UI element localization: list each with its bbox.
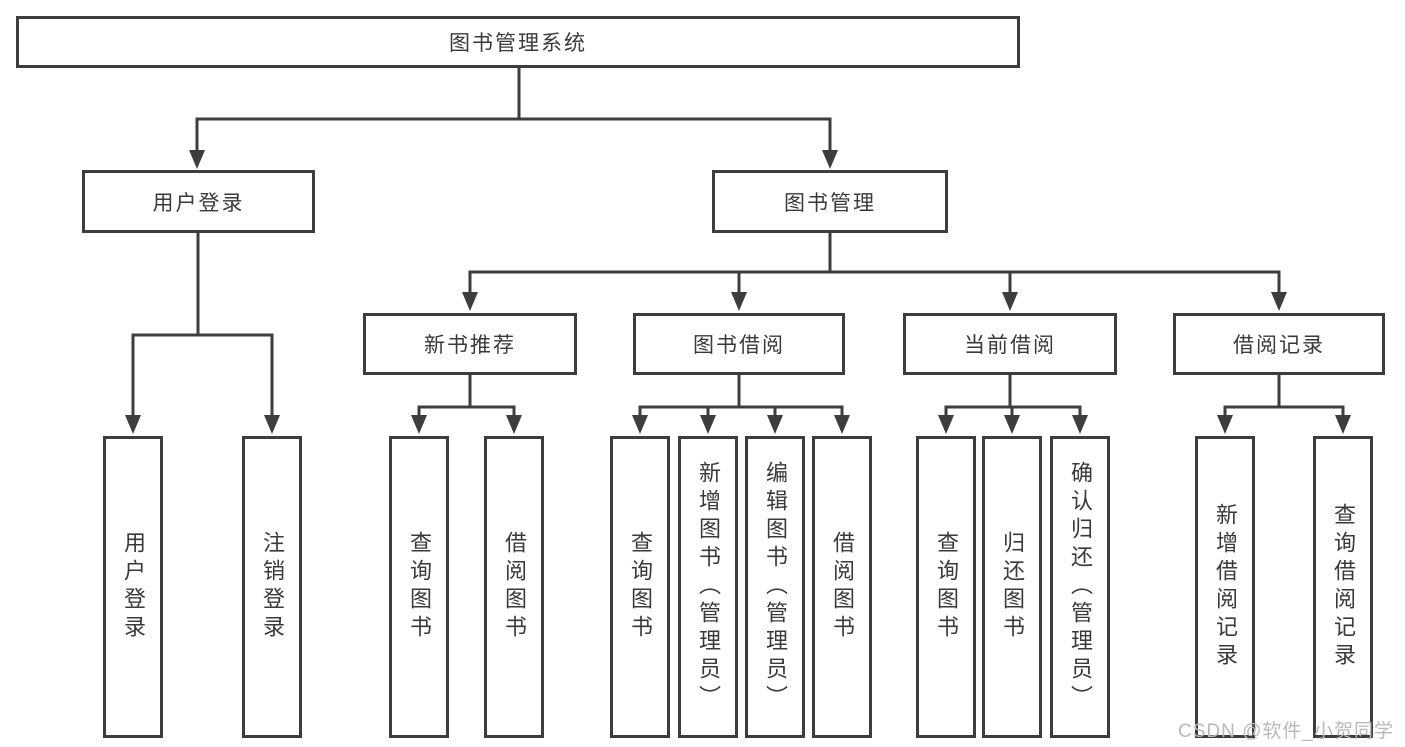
leaf-query-books-borrowing-label: 查询图书: [628, 531, 653, 643]
leaf-query-books-recommend: 查询图书: [389, 436, 449, 738]
leaf-borrow-books-borrowing-label: 借阅图书: [830, 531, 855, 643]
leaf-logout: 注销登录: [242, 436, 302, 738]
node-library-management-system: 图书管理系统: [16, 16, 1020, 68]
leaf-add-borrow-record: 新增借阅记录: [1195, 436, 1255, 738]
leaf-add-book-admin-label: 新增图书（管理员）: [696, 461, 721, 713]
node-current-borrowing: 当前借阅: [903, 313, 1117, 375]
node-book-management: 图书管理: [712, 170, 948, 233]
node-book-borrowing: 图书借阅: [633, 313, 845, 375]
leaf-borrow-books-borrowing: 借阅图书: [812, 436, 872, 738]
leaf-edit-book-admin-label: 编辑图书（管理员）: [763, 461, 788, 713]
leaf-borrow-books-recommend: 借阅图书: [484, 436, 544, 738]
leaf-query-books-current-label: 查询图书: [934, 531, 959, 643]
node-new-book-recommendation: 新书推荐: [363, 313, 577, 375]
leaf-add-book-admin: 新增图书（管理员）: [678, 436, 738, 738]
node-borrowing-records: 借阅记录: [1173, 313, 1385, 375]
leaf-query-borrow-record-label: 查询借阅记录: [1331, 503, 1356, 671]
leaf-borrow-books-recommend-label: 借阅图书: [502, 531, 527, 643]
leaf-user-login-label: 用户登录: [121, 531, 146, 643]
node-user-login: 用户登录: [82, 170, 315, 233]
leaf-query-books-current: 查询图书: [916, 436, 976, 738]
leaf-confirm-return-admin: 确认归还（管理员）: [1050, 436, 1110, 738]
leaf-return-books: 归还图书: [982, 436, 1042, 738]
leaf-logout-label: 注销登录: [260, 531, 285, 643]
leaf-query-borrow-record: 查询借阅记录: [1313, 436, 1373, 738]
leaf-query-books-recommend-label: 查询图书: [407, 531, 432, 643]
leaf-confirm-return-admin-label: 确认归还（管理员）: [1068, 461, 1093, 713]
leaf-query-books-borrowing: 查询图书: [610, 436, 670, 738]
csdn-watermark: CSDN @软件_小贺同学: [1178, 721, 1394, 742]
leaf-return-books-label: 归还图书: [1000, 531, 1025, 643]
leaf-edit-book-admin: 编辑图书（管理员）: [745, 436, 805, 738]
leaf-add-borrow-record-label: 新增借阅记录: [1213, 503, 1238, 671]
leaf-user-login: 用户登录: [103, 436, 163, 738]
